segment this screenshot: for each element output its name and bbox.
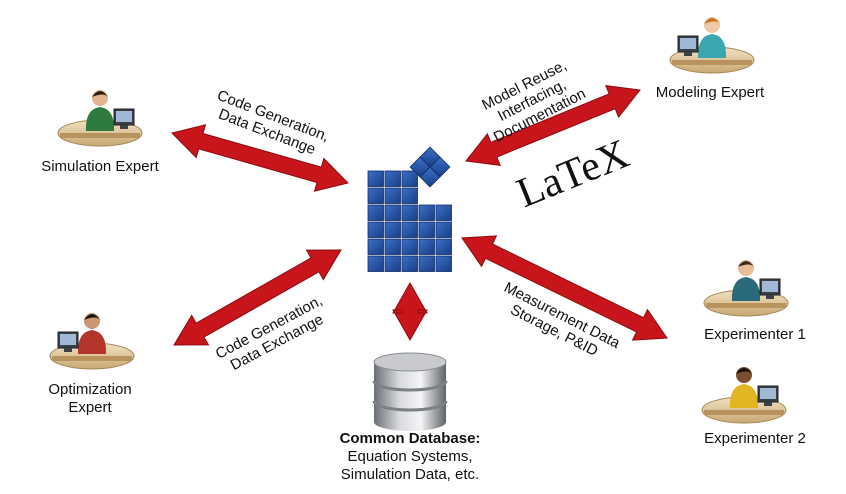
matrix-cell: [401, 238, 418, 255]
matrix-cell: [435, 238, 452, 255]
experimenter-1-icon: [703, 260, 789, 317]
database-title: Common Database:: [339, 430, 481, 447]
optimization-expert-label-line1: Optimization: [48, 381, 132, 398]
matrix-cell: [367, 221, 384, 238]
matrix-cell: [384, 204, 401, 221]
matrix-cell: [367, 170, 384, 187]
arrow-experimenter: [461, 235, 668, 341]
matrix-cell: [435, 204, 452, 221]
matrix-cell: [401, 255, 418, 272]
matrix-cell: [418, 255, 435, 272]
matrix-cell: [418, 221, 435, 238]
database-caption: Common Database: Equation Systems, Simul…: [320, 430, 500, 484]
arrow-database: [392, 281, 428, 342]
simulation-expert-icon: [57, 90, 143, 147]
experimenter-2-label: Experimenter 2: [704, 430, 806, 447]
modeling-expert-icon: [669, 17, 755, 74]
experimenter-1-label: Experimenter 1: [704, 326, 806, 343]
matrix-cell: [401, 221, 418, 238]
matrix-cell: [367, 238, 384, 255]
matrix-cell: [435, 255, 452, 272]
arrow-optimization: [173, 249, 342, 346]
matrix-cell: [384, 170, 401, 187]
matrix-cell: [401, 187, 418, 204]
matrix-cell: [435, 221, 452, 238]
matrix-cell: [384, 238, 401, 255]
experimenter-2-icon: [701, 367, 787, 424]
database-line2: Simulation Data, etc.: [340, 466, 480, 483]
simulation-expert-label: Simulation Expert: [41, 158, 159, 175]
matrix-cell: [418, 238, 435, 255]
matrix-cell: [367, 255, 384, 272]
sparse-matrix-icon: [367, 146, 452, 272]
optimization-expert-icon: [49, 313, 135, 370]
matrix-cell: [384, 187, 401, 204]
matrix-cell: [401, 170, 418, 187]
arrow-simulation: [171, 124, 349, 192]
matrix-cell: [384, 221, 401, 238]
database-icon: [372, 352, 448, 431]
matrix-cell: [367, 187, 384, 204]
database-line1: Equation Systems,: [347, 448, 473, 465]
optimization-expert-label-line2: Expert: [68, 399, 112, 416]
matrix-cell: [418, 204, 435, 221]
people-layer: [49, 17, 789, 424]
arrow-modeling: [465, 84, 641, 167]
matrix-diamond-cell: [409, 156, 431, 178]
arrows-layer: [171, 84, 668, 346]
modeling-expert-label: Modeling Expert: [655, 84, 765, 101]
matrix-cell: [367, 204, 384, 221]
matrix-cell: [384, 255, 401, 272]
matrix-cell: [401, 204, 418, 221]
